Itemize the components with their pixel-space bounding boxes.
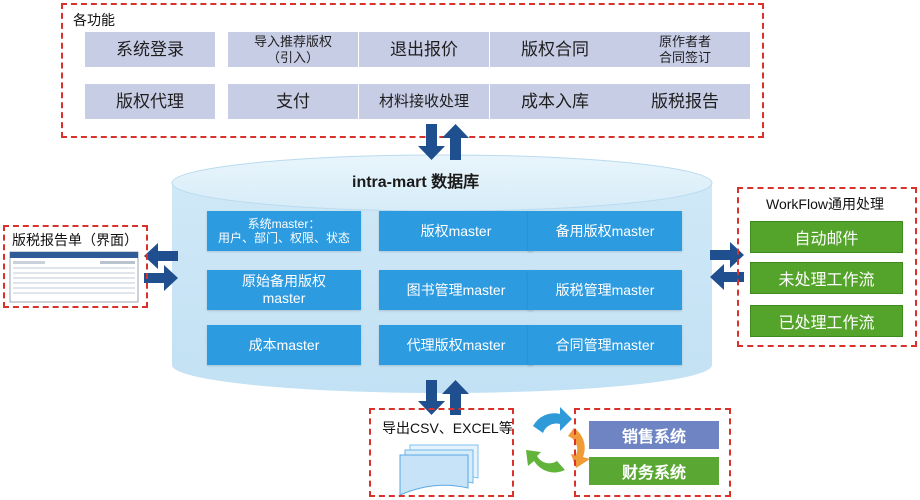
function-material-receipt[interactable]: 材料接收处理 (359, 84, 489, 119)
arrow-up-icon (442, 124, 469, 160)
arrow-left-icon (710, 264, 744, 290)
function-cost-storage[interactable]: 成本入库 (490, 84, 620, 119)
master-original-backup-copyright[interactable]: 原始备用版权 master (207, 270, 361, 310)
arrow-down-icon (418, 380, 445, 415)
pending-workflow-button[interactable]: 未处理工作流 (750, 262, 903, 294)
function-royalty-report[interactable]: 版税报告 (620, 84, 750, 119)
report-screenshot-icon (9, 251, 139, 303)
functions-panel (61, 3, 764, 138)
master-agency-copyright[interactable]: 代理版权master (379, 325, 533, 365)
sync-cycle-icon (526, 407, 590, 473)
function-copyright-agency[interactable]: 版权代理 (85, 84, 215, 119)
workflow-panel (737, 187, 917, 347)
export-title: 导出CSV、EXCEL等 (382, 420, 513, 436)
function-copyright-contract[interactable]: 版权合同 (490, 32, 620, 67)
function-payment[interactable]: 支付 (228, 84, 358, 119)
arrow-up-icon (442, 380, 469, 415)
master-backup-copyright[interactable]: 备用版权master (528, 211, 682, 251)
function-import-recommended-copyright[interactable]: 导入推荐版权 （引入） (228, 32, 358, 67)
master-cost[interactable]: 成本master (207, 325, 361, 365)
workflow-title: WorkFlow通用处理 (766, 196, 884, 212)
completed-workflow-button[interactable]: 已处理工作流 (750, 305, 903, 337)
function-system-login[interactable]: 系统登录 (85, 32, 215, 67)
auto-email-button[interactable]: 自动邮件 (750, 221, 903, 253)
report-screen-title: 版税报告单（界面） (12, 232, 138, 248)
master-system[interactable]: 系统master： 用户、部门、权限、状态 (207, 211, 361, 251)
arrow-right-icon (144, 265, 178, 291)
document-stack-icon (399, 444, 479, 496)
master-copyright[interactable]: 版权master (379, 211, 533, 251)
master-book-management[interactable]: 图书管理master (379, 270, 533, 310)
sales-system-button[interactable]: 销售系统 (589, 421, 719, 449)
master-contract-management[interactable]: 合同管理master (528, 325, 682, 365)
report-screen-panel (3, 225, 148, 308)
finance-system-button[interactable]: 财务系统 (589, 457, 719, 485)
function-original-author-contract[interactable]: 原作者者 合同签订 (620, 32, 750, 67)
arrow-right-icon (710, 242, 744, 268)
arrow-left-icon (144, 243, 178, 269)
systems-panel (574, 408, 731, 497)
functions-title: 各功能 (73, 12, 115, 28)
master-royalty-management[interactable]: 版税管理master (528, 270, 682, 310)
arrow-down-icon (418, 124, 445, 160)
export-panel (369, 408, 514, 497)
function-exit-quote[interactable]: 退出报价 (359, 32, 489, 67)
database-title: intra-mart 数据库 (352, 174, 480, 191)
